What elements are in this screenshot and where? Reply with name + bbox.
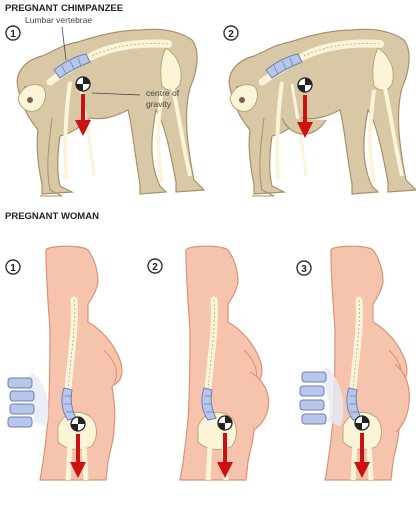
pregnant-belly — [249, 371, 270, 431]
number-badge-2: 2 — [223, 25, 239, 41]
woman-panel-2: 2 — [147, 245, 270, 480]
centre-of-gravity-marker — [70, 416, 86, 432]
number-badge-1: 1 — [5, 25, 21, 41]
pregnant-belly — [394, 363, 410, 433]
panel-number: 2 — [152, 262, 158, 273]
centre-of-gravity-label-2: gravity — [146, 99, 172, 109]
panel-number: 3 — [301, 264, 307, 275]
centre-leader-line — [91, 92, 141, 96]
woman-panel-3: 3 — [296, 245, 410, 480]
number-badge-1: 1 — [5, 259, 21, 275]
centre-of-gravity-label: centre of — [146, 88, 180, 98]
chimp-panel-1: 1 Lumbar vertebrae centre of gravity — [5, 15, 205, 197]
centre-of-gravity-marker — [217, 415, 233, 431]
woman-section-title: PREGNANT WOMAN — [5, 211, 99, 222]
chimp-panel-2: 2 — [223, 25, 416, 197]
panel-number: 1 — [10, 263, 16, 274]
number-badge-3: 3 — [296, 260, 312, 276]
lumbar-leader-line — [61, 26, 67, 61]
panel-number: 2 — [228, 29, 234, 40]
chimp-section-title: PREGNANT CHIMPANZEE — [5, 3, 123, 14]
panel-number: 1 — [10, 29, 16, 40]
number-badge-2: 2 — [147, 258, 163, 274]
lumbar-detail-enlarged — [7, 372, 49, 428]
centre-of-gravity-marker — [75, 76, 91, 92]
centre-of-gravity-marker — [297, 77, 313, 93]
centre-of-gravity-marker — [354, 415, 370, 431]
woman-panel-1: 1 — [5, 245, 123, 480]
lumbar-vertebrae-label: Lumbar vertebrae — [25, 15, 92, 25]
lumbar-detail-enlarged — [299, 367, 344, 427]
